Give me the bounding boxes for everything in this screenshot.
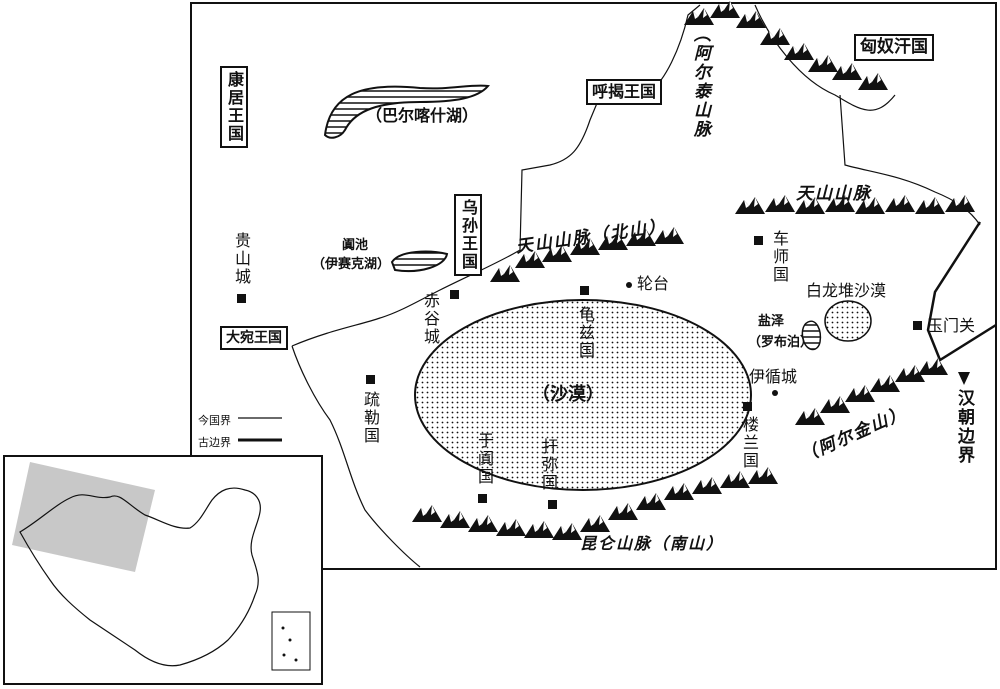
label-desert: （沙漠）	[532, 384, 604, 405]
point-yumen	[913, 321, 922, 330]
label-qiuci: 龟兹国	[576, 306, 595, 360]
han-border-arrow	[958, 372, 970, 385]
label-cheshi: 车师国	[770, 230, 789, 284]
point-yumi	[548, 500, 557, 509]
point-chigu	[450, 290, 459, 299]
label-shule: 疏勒国	[361, 391, 380, 445]
han-boundary	[926, 221, 997, 362]
inset-highlight	[12, 462, 155, 572]
label-wusun: 乌孙王国	[454, 194, 482, 276]
label-tianchi: 阗池	[342, 238, 369, 253]
label-kunlun: 昆仑山脉（南山）	[580, 534, 725, 553]
point-loulan	[743, 402, 752, 411]
point-luntai	[626, 282, 632, 288]
label-altai: （阿尔泰山脉	[690, 25, 710, 139]
legend-modern-label: 今国界	[198, 414, 231, 427]
inset-china-outline	[19, 487, 261, 667]
label-issyk: （伊赛克湖）	[312, 257, 391, 272]
point-qiuci	[580, 286, 589, 295]
label-tianshan-east: 天山山脉	[796, 184, 872, 204]
label-lopnur: （罗布泊）	[748, 335, 814, 350]
legend-ancient-label: 古边界	[198, 436, 231, 449]
label-guishan: 贵山城	[232, 232, 251, 286]
point-guishan	[237, 294, 246, 303]
lopnur-lake	[801, 320, 822, 351]
label-dayuan: 大宛王国	[220, 326, 288, 350]
label-loulan: 楼兰国	[740, 416, 759, 470]
point-yixun	[772, 390, 778, 396]
label-chigu: 赤谷城	[421, 292, 440, 346]
balkhash-lake	[323, 84, 490, 139]
inset-islands	[281, 626, 298, 662]
label-hanbian: 汉朝边界	[954, 389, 974, 465]
bailongdui-desert	[824, 300, 872, 342]
label-xiongnu: 匈奴汗国	[854, 34, 934, 61]
label-kangju: 康居王国	[220, 66, 248, 148]
label-bailongdui: 白龙堆沙漠	[806, 281, 887, 300]
label-huhe: 呼揭王国	[586, 79, 663, 105]
point-yutian	[478, 494, 487, 503]
point-cheshi	[754, 236, 763, 245]
modern-border	[291, 4, 981, 568]
issyk-lake	[390, 250, 449, 272]
label-yumen: 玉门关	[927, 316, 976, 335]
point-shule	[366, 375, 375, 384]
label-luntai: 轮台	[637, 274, 670, 293]
tarim-desert	[414, 299, 752, 491]
label-yixun: 伊循城	[749, 367, 798, 386]
label-yutian: 于阗国	[475, 432, 494, 486]
label-yanze: 盐泽	[758, 314, 785, 329]
label-yumi: 扞弥国	[539, 438, 558, 492]
label-balkhash: （巴尔喀什湖）	[366, 106, 479, 125]
